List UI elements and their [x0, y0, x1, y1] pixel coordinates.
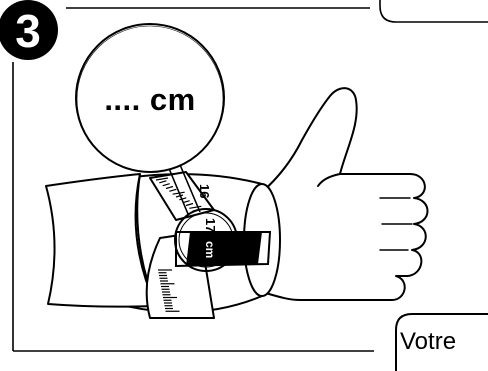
- step-number: 3: [0, 0, 56, 62]
- thumbs-up-hand-icon: [262, 88, 428, 300]
- measurement-reading: .... cm: [78, 80, 222, 120]
- tape-label-16: 16: [197, 184, 212, 198]
- tape-label-17: 17: [203, 218, 218, 232]
- tape-dark-band: [186, 232, 262, 266]
- caption-text: Votre: [400, 328, 488, 362]
- tape-label-cm: cm: [203, 241, 217, 258]
